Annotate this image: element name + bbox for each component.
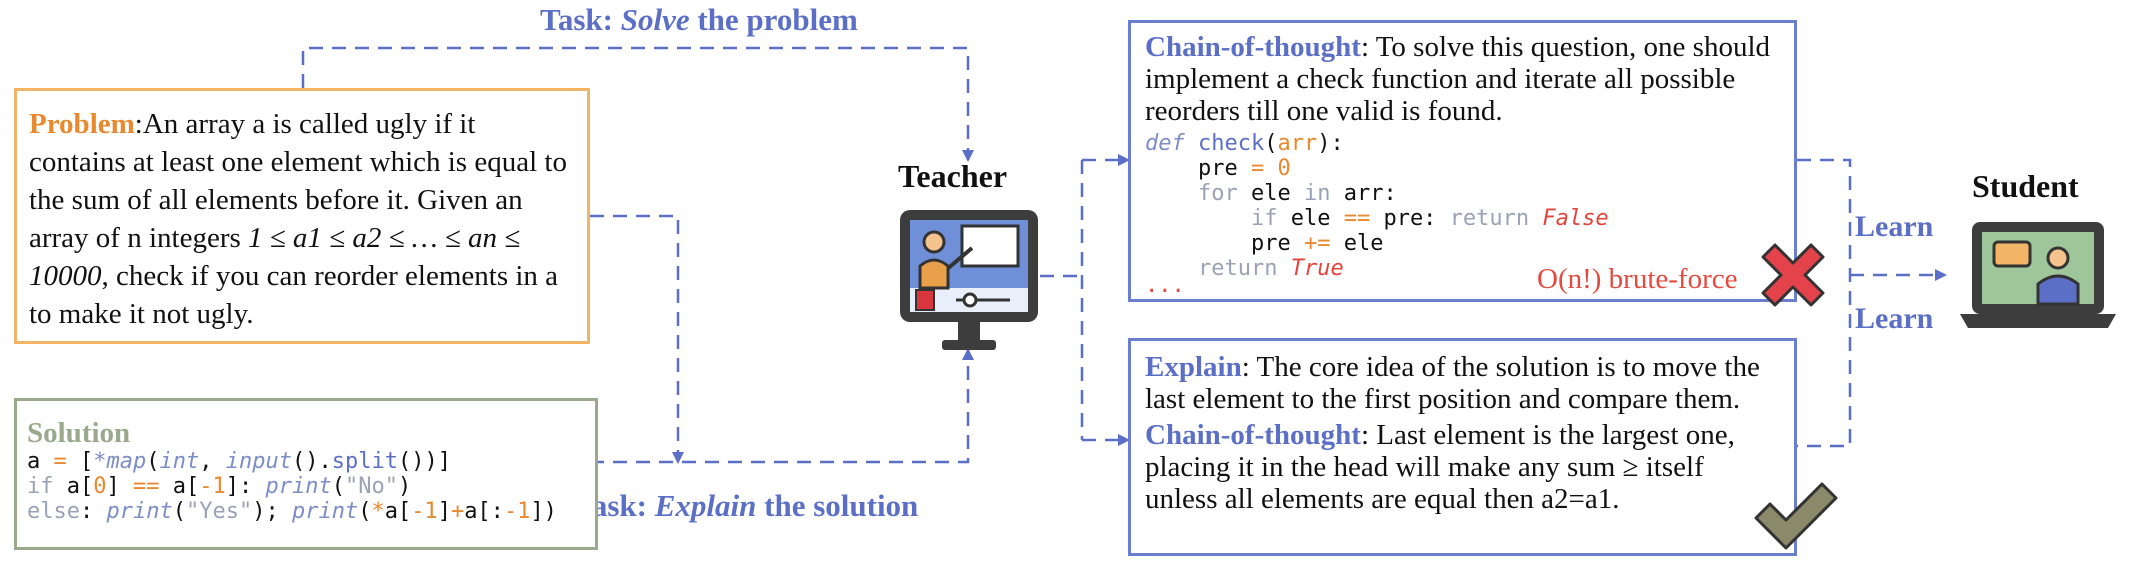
arrow-problem-to-teacher <box>301 46 974 162</box>
problem-body-end: , check if you can reorder elements in a… <box>29 260 559 330</box>
task-explain-label: Task: Explain the solution <box>574 488 918 524</box>
problem-text: Problem:An array a is called ugly if it … <box>29 105 575 333</box>
solution-heading: Solution <box>27 417 131 449</box>
arrow-problem-to-explain <box>590 214 684 464</box>
teacher-label: Teacher <box>898 158 1008 194</box>
solution-box: Solution a = [*map(int, input().split())… <box>14 398 598 550</box>
explain-text: Explain: The core idea of the solution i… <box>1145 351 1782 415</box>
student-label: Student <box>1972 168 2079 204</box>
learn-label-top: Learn <box>1855 210 1934 243</box>
task-verb: Explain <box>654 488 757 523</box>
cot-box: Chain-of-thought: To solve this question… <box>1128 20 1797 302</box>
problem-body: :An array a is called ugly if it contain… <box>29 108 567 254</box>
task-suffix: the solution <box>756 488 919 523</box>
cot-code-line-5: pre += ele <box>1145 231 1384 256</box>
cot-text: Chain-of-thought: To solve this question… <box>1145 31 1782 127</box>
problem-box: Problem:An array a is called ugly if it … <box>14 88 590 344</box>
cot-code-line-6: return True <box>1197 256 1344 281</box>
cot-heading: Chain-of-thought <box>1145 31 1361 63</box>
solution-line-2: if a[0] == a[-1]: print("No") <box>27 474 412 499</box>
task-suffix: the problem <box>689 2 858 37</box>
problem-constraint: 1 ≤ a1 ≤ a2 ≤ … ≤ an ≤ 10000 <box>29 222 521 292</box>
cot-code-line-2: pre = 0 <box>1145 156 1291 181</box>
cot-ellipsis: ... <box>1145 273 1185 298</box>
explain-heading: Explain <box>1145 351 1242 383</box>
cot-body: : To solve this question, one should imp… <box>1145 31 1771 127</box>
cot-code-line-3: for ele in arr: <box>1197 181 1397 206</box>
task-solve-label: Task: Solve the problem <box>540 2 858 38</box>
cot-code-line-4: if ele == pre: return False <box>1250 206 1609 231</box>
solution-line-1: a = [*map(int, input().split())] <box>27 449 451 474</box>
cot-verdict: O(n!) brute-force <box>1537 263 1738 295</box>
explain-box: Explain: The core idea of the solution i… <box>1128 338 1797 556</box>
solution-line-3: else: print("Yes"); print(*a[-1]+a[:-1]) <box>27 499 557 524</box>
learn-label-bottom: Learn <box>1855 302 1934 335</box>
task-prefix: Task: <box>540 2 621 37</box>
cot-code: def check(arr): pre = 0 for ele in arr: … <box>1145 131 1782 281</box>
solution-code: a = [*map(int, input().split())] if a[0]… <box>27 449 587 524</box>
explain-body: : The core idea of the solution is to mo… <box>1145 351 1760 415</box>
explain-cot-heading: Chain-of-thought <box>1145 419 1361 451</box>
explain-cot-text: Chain-of-thought: Last element is the la… <box>1145 419 1745 515</box>
arrow-solution-to-teacher <box>590 348 974 464</box>
cot-code-line-1: def check(arr): <box>1145 131 1344 156</box>
task-verb: Solve <box>620 2 690 37</box>
explain-cot-body: : Last element is the largest one, placi… <box>1145 419 1735 515</box>
problem-heading: Problem <box>29 108 135 140</box>
